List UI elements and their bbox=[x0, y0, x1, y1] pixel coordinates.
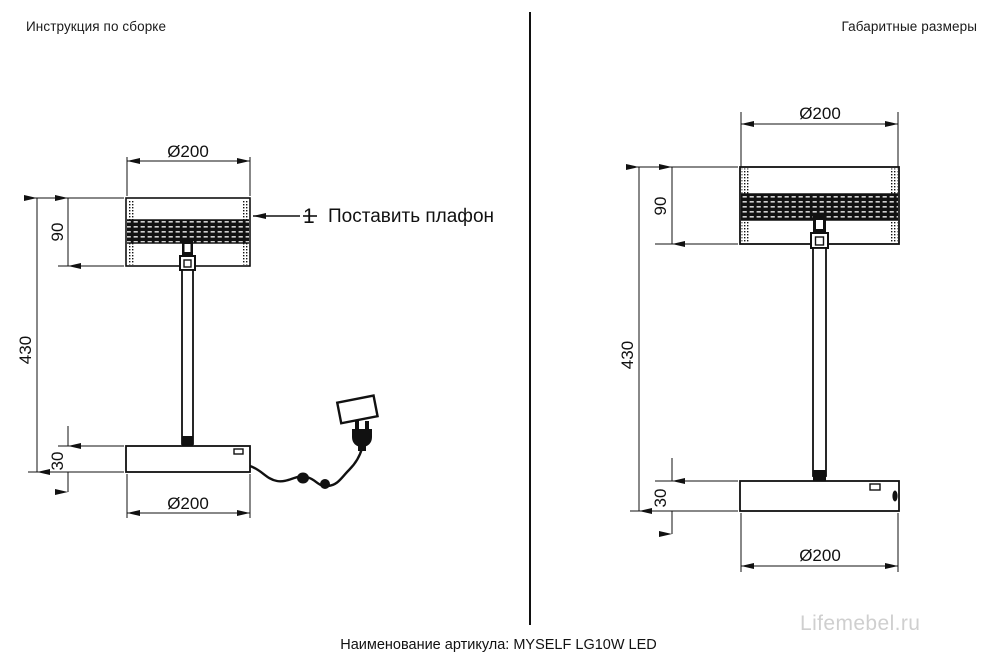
article-caption: Наименование артикула: MYSELF LG10W LED bbox=[340, 637, 657, 653]
right-total-height-value: 430 bbox=[618, 341, 637, 369]
left-total-height-value: 430 bbox=[16, 336, 35, 364]
right-base-height-value: 30 bbox=[651, 489, 670, 508]
left-shade-width-dimension: Ø200 bbox=[126, 142, 251, 196]
left-total-height-dimension: 430 bbox=[16, 195, 124, 475]
panel-divider bbox=[529, 12, 531, 625]
left-base-width-value: Ø200 bbox=[167, 494, 209, 513]
right-lamp-drawing: Ø200 bbox=[618, 104, 900, 572]
left-panel-header: Инструкция по сборке bbox=[26, 19, 167, 34]
left-shade-width-value: Ø200 bbox=[167, 142, 209, 161]
callout-1-number: 1 bbox=[303, 205, 315, 228]
left-base-height-value: 30 bbox=[48, 452, 67, 471]
left-power-plug bbox=[335, 394, 379, 451]
right-panel-header: Габаритные размеры bbox=[841, 19, 977, 34]
left-lamp-stem bbox=[179, 240, 196, 446]
left-lamp-base bbox=[125, 445, 251, 473]
right-lamp-shade bbox=[739, 166, 900, 245]
right-shade-height-value: 90 bbox=[651, 197, 670, 216]
right-shade-height-dimension: 90 bbox=[651, 164, 738, 247]
left-lamp-drawing: Ø200 bbox=[16, 142, 379, 518]
right-shade-width-dimension: Ø200 bbox=[740, 104, 899, 168]
right-base-height-dimension: 30 bbox=[651, 458, 738, 537]
right-base-width-value: Ø200 bbox=[799, 546, 841, 565]
left-lamp-shade bbox=[125, 197, 251, 267]
right-total-height-dimension: 430 bbox=[618, 164, 738, 514]
left-base-height-dimension: 30 bbox=[48, 426, 124, 495]
right-shade-width-value: Ø200 bbox=[799, 104, 841, 123]
right-base-width-dimension: Ø200 bbox=[740, 513, 899, 572]
left-shade-height-value: 90 bbox=[48, 223, 67, 242]
left-shade-height-dimension: 90 bbox=[48, 195, 124, 269]
site-watermark: Lifemebel.ru bbox=[800, 612, 921, 635]
left-power-cord bbox=[249, 447, 364, 489]
callout-1-label: Поставить плафон bbox=[328, 206, 494, 227]
left-base-width-dimension: Ø200 bbox=[126, 474, 251, 518]
right-lamp-stem bbox=[810, 216, 829, 481]
right-lamp-base bbox=[739, 480, 900, 512]
